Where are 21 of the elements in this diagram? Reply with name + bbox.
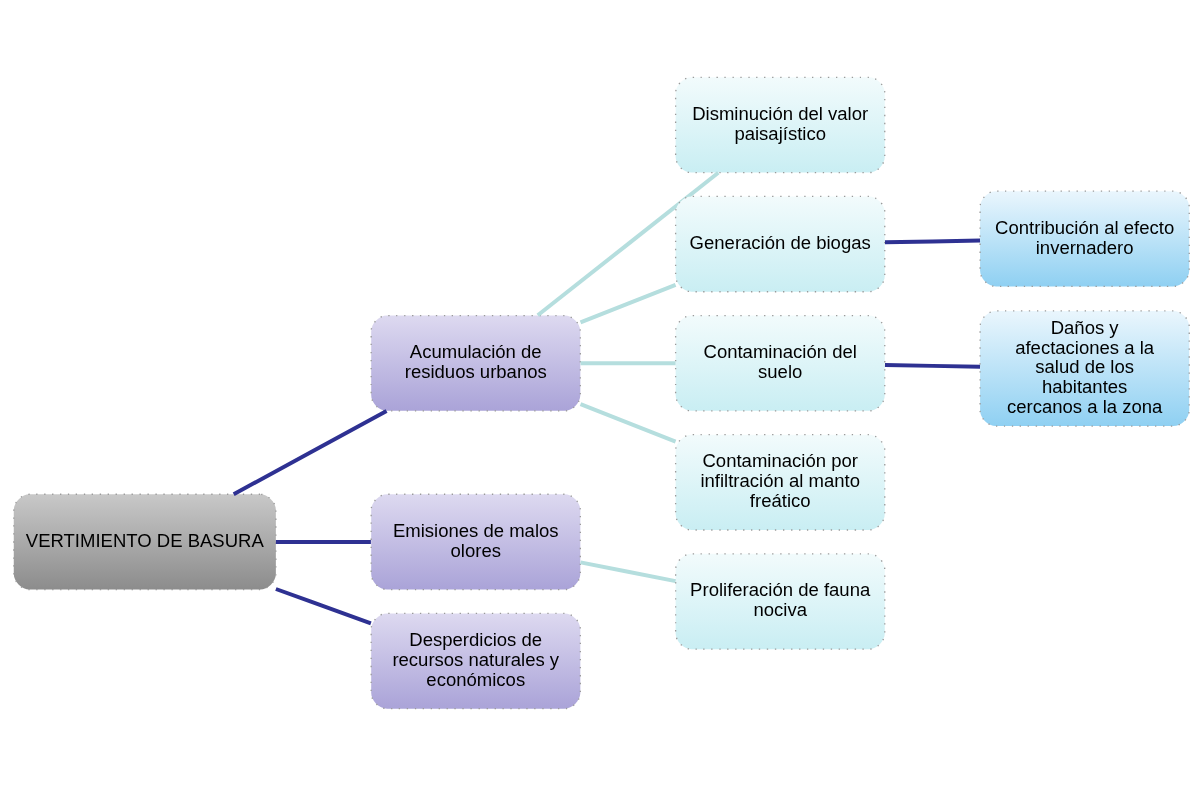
node-box: VERTIMIENTO DE BASURA <box>13 493 277 590</box>
connector <box>884 362 981 369</box>
node-box: Contaminación del suelo <box>674 314 886 412</box>
connector <box>579 401 677 443</box>
connector <box>536 170 720 317</box>
node-box: Daños y afectaciones a la salud de los habitantes cercanos a la zona <box>979 309 1190 427</box>
node-box: Contribución al efecto invernadero <box>979 189 1190 287</box>
node-box: Desperdicios de recursos naturales y económicos <box>370 612 581 709</box>
connector <box>275 539 371 544</box>
node-box: Generación de biogas <box>674 195 886 292</box>
connector <box>579 282 677 324</box>
node-box: Disminución del valor paisajístico <box>674 76 886 173</box>
node-box: Acumulación de residuos urbanos <box>370 314 581 412</box>
connector <box>580 360 676 365</box>
connector <box>275 586 372 625</box>
node-box: Emisiones de malos olores <box>370 493 581 590</box>
connector <box>580 559 676 583</box>
connector <box>884 238 981 244</box>
connector <box>232 408 388 496</box>
node-box: Contaminación por infiltración al manto freático <box>674 433 886 531</box>
node-box: Proliferación de fauna nociva <box>674 552 886 650</box>
